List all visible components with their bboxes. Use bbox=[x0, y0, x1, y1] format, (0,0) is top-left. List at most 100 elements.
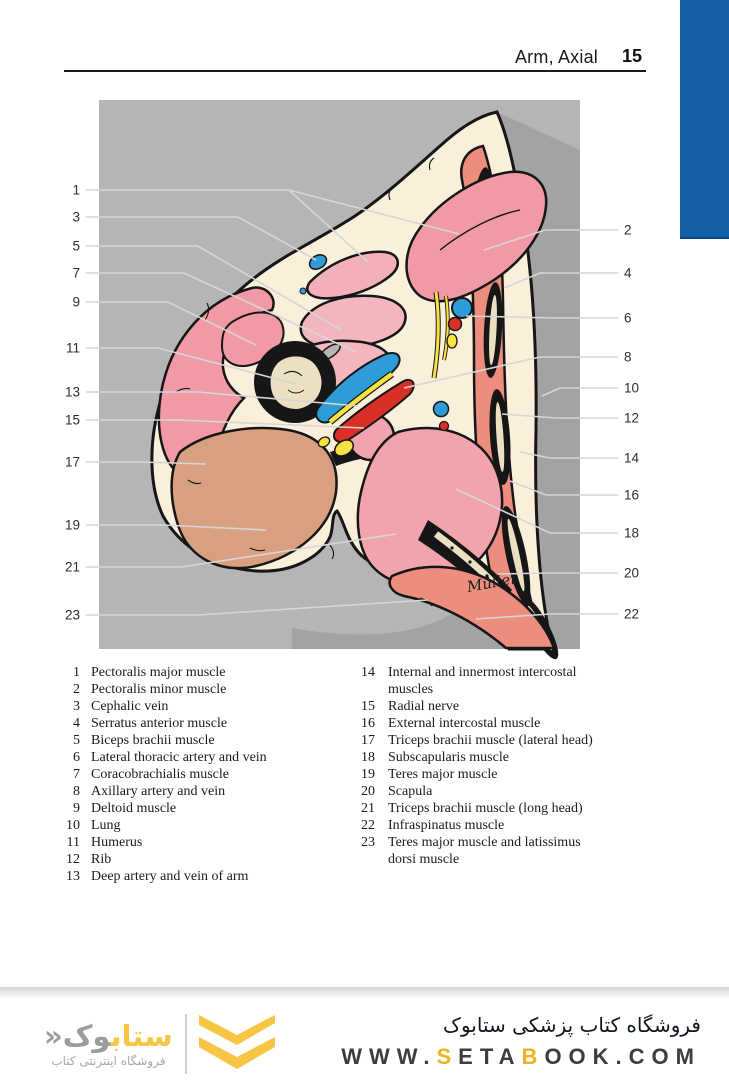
legend-item: 19 Teres major muscle bbox=[352, 766, 682, 783]
legend-item-number: 14 bbox=[361, 665, 375, 680]
pectoralis-minor-shape bbox=[306, 250, 399, 300]
anatomy-art: Müller bbox=[99, 100, 580, 660]
legend-item: 9 Deltoid muscle bbox=[58, 800, 358, 817]
legend-column-1: 1 Pectoralis major muscle 2 Pectoralis m… bbox=[58, 664, 358, 885]
legend-item: 16 External intercostal muscle bbox=[352, 715, 682, 732]
legend-item-label: Axillary artery and vein bbox=[91, 784, 226, 799]
legend-item-number: 9 bbox=[73, 801, 80, 816]
figure-label-number: 6 bbox=[624, 311, 632, 326]
figure-label-number: 5 bbox=[72, 239, 80, 254]
legend-item-label: Lung bbox=[91, 818, 121, 833]
leader-line bbox=[86, 245, 342, 331]
figure-label-number: 7 bbox=[72, 266, 80, 281]
small-vessels bbox=[299, 254, 473, 432]
legend-item-label: Deltoid muscle bbox=[91, 801, 177, 816]
legend-item-label: Humerus bbox=[91, 835, 143, 850]
legend-item-label: Teres major muscle bbox=[388, 767, 498, 782]
legend-item-number: 8 bbox=[73, 784, 80, 799]
legend-item-label: Infraspinatus muscle bbox=[388, 818, 505, 833]
legend-item: 7 Coracobrachialis muscle bbox=[58, 766, 358, 783]
figure-label-number: 14 bbox=[624, 451, 640, 466]
setabook-url: WWW.SETABOOK.COM bbox=[341, 1044, 701, 1070]
legend-item: 20 Scapula bbox=[352, 783, 682, 800]
legend-item-label: Serratus anterior muscle bbox=[91, 716, 228, 731]
figure-label-number: 9 bbox=[72, 295, 80, 310]
lateral-thoracic-artery-shape bbox=[447, 316, 463, 332]
header-rule bbox=[64, 70, 646, 72]
legend-item-label: Deep artery and vein of arm bbox=[91, 869, 249, 884]
legend-item: 15 Radial nerve bbox=[352, 698, 682, 715]
legend-item: 8 Axillary artery and vein bbox=[58, 783, 358, 800]
legend-item: 10 Lung bbox=[58, 817, 358, 834]
legend-item: 12 Rib bbox=[58, 851, 358, 868]
figure-label-number: 12 bbox=[624, 411, 639, 426]
page-number: 15 bbox=[621, 46, 643, 66]
figure-label-number: 17 bbox=[65, 455, 80, 470]
skin-texture bbox=[175, 157, 435, 607]
legend-item-number: 13 bbox=[66, 869, 80, 884]
leader-line bbox=[86, 347, 297, 385]
setabook-wordmark: ستابوک« فروشگاه اینترنتی کتاب bbox=[44, 1012, 173, 1076]
leader-lines bbox=[86, 189, 618, 620]
lateral-thoracic-vein-shape bbox=[451, 297, 473, 319]
legend-item-number: 20 bbox=[361, 784, 375, 799]
legend-item-number: 3 bbox=[73, 699, 80, 714]
leader-line bbox=[483, 229, 618, 251]
figure-label-number: 15 bbox=[65, 413, 80, 428]
url-segment: B bbox=[521, 1044, 545, 1069]
figure-label-number: 20 bbox=[624, 566, 639, 581]
footer-divider-shadow bbox=[0, 987, 729, 999]
figure-label-number: 21 bbox=[65, 560, 80, 575]
nerve-strand bbox=[328, 372, 394, 424]
legend-item-label: Subscapularis muscle bbox=[388, 750, 509, 765]
leader-line bbox=[86, 391, 359, 407]
figure-label-number: 1 bbox=[72, 183, 80, 198]
legend-item: 11 Humerus bbox=[58, 834, 358, 851]
legend-item-number: 2 bbox=[73, 682, 80, 697]
legend-item-number: 17 bbox=[361, 733, 375, 748]
leader-line bbox=[503, 272, 618, 289]
legend-item-number: 7 bbox=[73, 767, 80, 782]
legend-item-number: 11 bbox=[66, 835, 80, 850]
legend-item-label: Lateral thoracic artery and vein bbox=[91, 750, 267, 765]
leader-line bbox=[497, 572, 618, 575]
setabook-chevron-icon bbox=[198, 1015, 275, 1069]
legend-item-label: Pectoralis minor muscle bbox=[91, 682, 227, 697]
url-segment: ETA bbox=[458, 1044, 522, 1069]
setabook-logo-subtitle: فروشگاه اینترنتی کتاب bbox=[51, 1054, 166, 1068]
leader-line bbox=[86, 524, 267, 531]
leader-line bbox=[501, 413, 618, 419]
blue-corner-bar bbox=[680, 0, 729, 239]
leader-line bbox=[519, 451, 618, 459]
figure-label-number: 4 bbox=[624, 266, 632, 281]
legend-item-label: Radial nerve bbox=[388, 699, 460, 714]
leader-line bbox=[288, 189, 460, 235]
legend-item-label: Rib bbox=[91, 852, 112, 867]
leader-line bbox=[541, 387, 618, 397]
page-title: Arm, Axial bbox=[514, 47, 598, 67]
legend-item: 1 Pectoralis major muscle bbox=[58, 664, 358, 681]
legend-item: 4 Serratus anterior muscle bbox=[58, 715, 358, 732]
anatomy-illustration: Müller 135791113151719212324681012141618… bbox=[65, 100, 640, 660]
legend-item: 5 Biceps brachii muscle bbox=[58, 732, 358, 749]
url-segment: WWW. bbox=[341, 1044, 437, 1069]
figure-label-number: 3 bbox=[72, 210, 80, 225]
leader-line bbox=[455, 488, 618, 534]
legend-item-number: 4 bbox=[73, 716, 80, 731]
url-segment: OOK.COM bbox=[544, 1044, 701, 1069]
leader-line bbox=[465, 315, 618, 319]
logo-divider bbox=[184, 1014, 187, 1074]
figure-label-number: 19 bbox=[65, 518, 80, 533]
legend-item-label: Coracobrachialis muscle bbox=[91, 767, 230, 782]
leader-line bbox=[86, 533, 397, 568]
legend-item-number: 23 bbox=[361, 835, 375, 850]
figure-label-number: 8 bbox=[624, 350, 632, 365]
setabook-wordmark-text: ستابوک« bbox=[44, 1019, 173, 1053]
legend-item-label: External intercostal muscle bbox=[388, 716, 541, 731]
leader-line bbox=[86, 272, 357, 353]
